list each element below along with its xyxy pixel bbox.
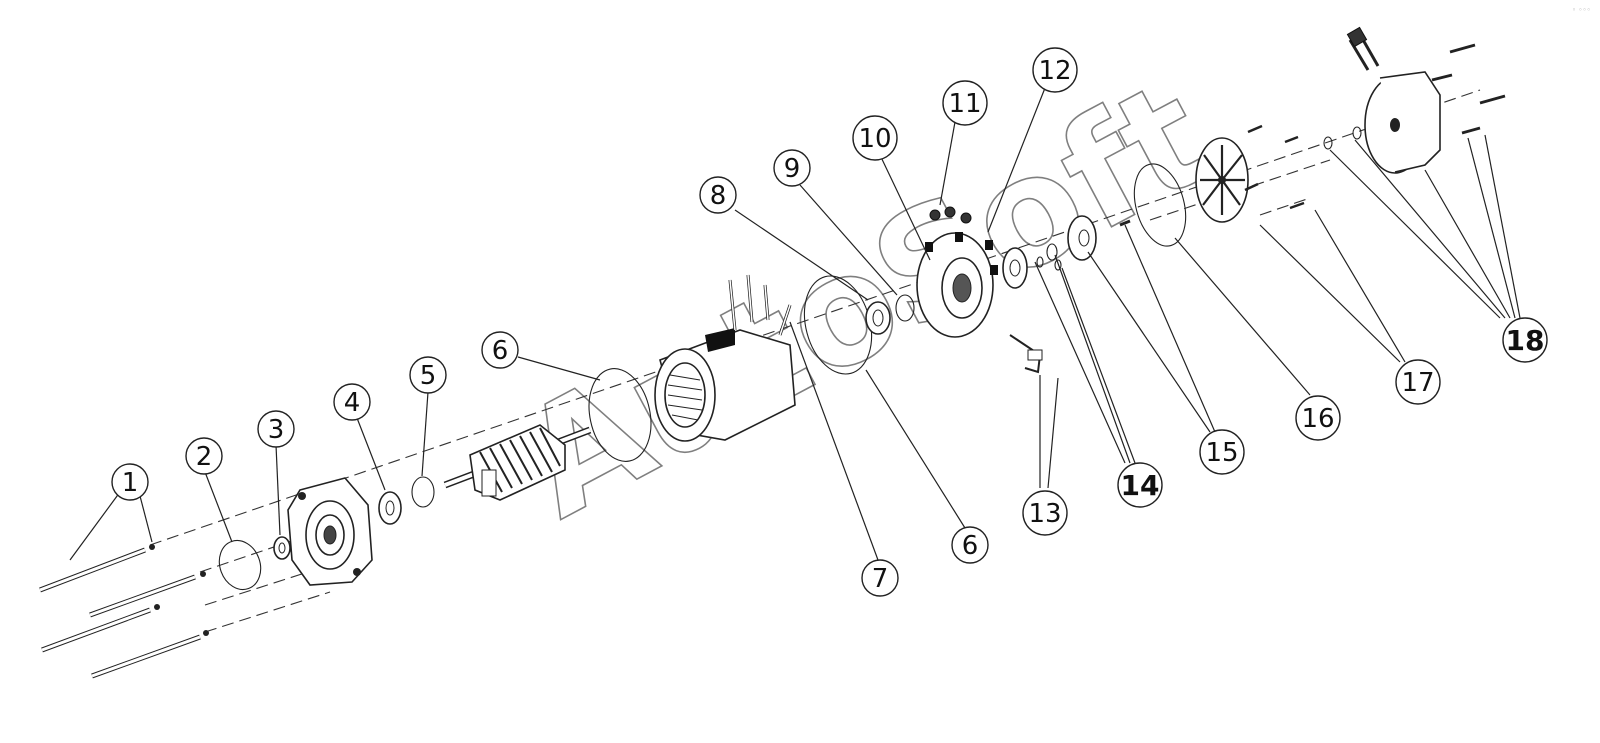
callout-label: 17 [1401,368,1434,398]
callout-3: 3 [257,410,295,448]
rear-end-shield-icon [1346,26,1441,174]
callout-4: 4 [333,383,371,421]
callout-9: 9 [773,149,811,187]
callout-label: 15 [1205,438,1238,468]
callout-label: 14 [1121,469,1160,502]
callout-label: 7 [872,564,889,594]
stator-housing-icon [654,274,796,442]
callout-8: 8 [699,176,737,214]
callout-label: 5 [420,361,437,391]
callout-label: 4 [344,388,361,418]
callout-13: 13 [1022,490,1068,536]
callout-2: 2 [185,437,223,475]
callout-label: 11 [948,89,981,119]
callout-label: 3 [268,415,285,445]
seal-ring-icon [411,476,435,508]
front-end-shield-icon [287,477,373,586]
callout-label: 9 [784,154,801,184]
callout-label: 10 [858,124,891,154]
callout-label: 6 [962,531,979,561]
brake-disc-icon [1002,243,1062,289]
rear-end-shield-icon [916,206,1043,374]
seal-ring-icon [895,294,915,322]
long-bolt-icon [39,544,209,679]
rotor-armature-icon [443,424,592,501]
callout-17: 17 [1395,359,1441,405]
seal-ring-icon [1067,215,1131,261]
callout-18: 18 [1502,317,1548,363]
seal-ring-icon [588,368,652,462]
callout-10: 10 [852,115,898,161]
seal-ring-icon [1323,126,1362,150]
callout-16: 16 [1295,395,1341,441]
callout-5: 5 [409,356,447,394]
callout-label: 13 [1028,499,1061,529]
callout-label: 16 [1301,404,1334,434]
callout-12: 12 [1032,47,1078,93]
callout-label: 1 [122,468,139,498]
seal-ring-icon [273,536,291,560]
callout-label: 12 [1038,56,1071,86]
bearing-icon [865,301,891,335]
callout-label: 8 [710,181,727,211]
fan-cover-icon [1195,137,1249,223]
callout-label: 2 [196,442,213,472]
callout-14: 14 [1117,462,1163,508]
callout-6-left: 6 [481,331,519,369]
screw-icon [1431,43,1506,135]
callout-label: 18 [1506,324,1545,357]
seal-ring-icon [1133,163,1187,247]
callout-7: 7 [861,559,899,597]
callout-11: 11 [942,80,988,126]
callout-15: 15 [1199,429,1245,475]
callout-6-right: 6 [951,526,989,564]
screw-icon [1244,124,1305,210]
bearing-icon [378,491,402,525]
callout-1: 1 [111,463,149,501]
callout-label: 6 [492,336,509,366]
corner-mark: ◦ ◦◦◦ [1572,6,1591,14]
leader-lines [69,87,1521,561]
